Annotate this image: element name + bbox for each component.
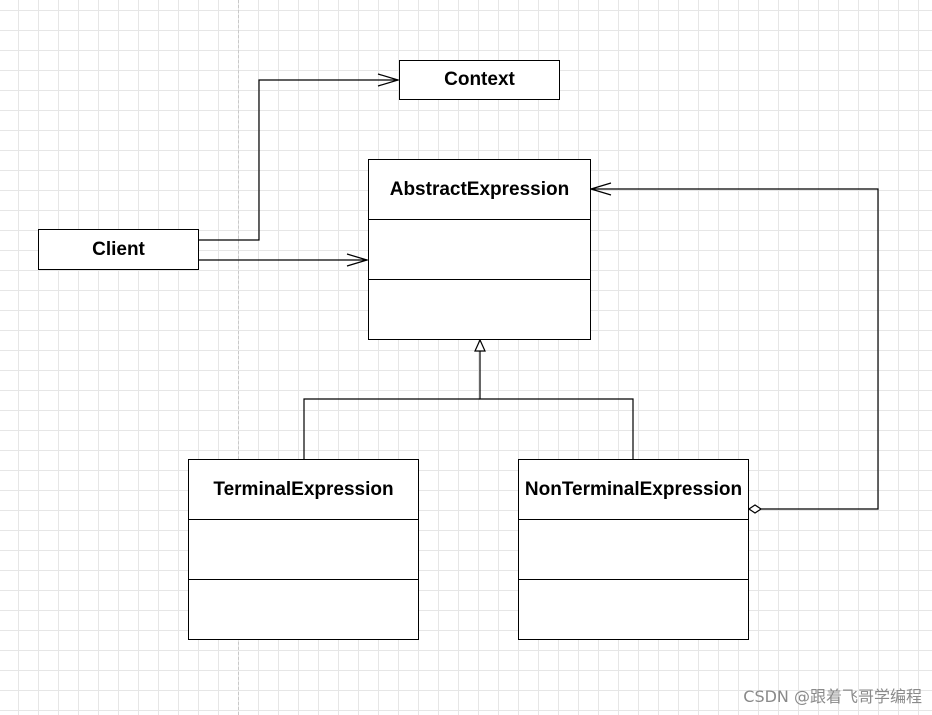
csdn-watermark: CSDN @跟着飞哥学编程 [743, 687, 922, 706]
terminal-expression-label: TerminalExpression [213, 478, 394, 500]
methods-compartment [369, 280, 590, 340]
client-box[interactable]: Client [38, 229, 199, 270]
context-label: Context [444, 69, 515, 90]
edge-nonterminal-generalization[interactable] [474, 338, 634, 460]
edge-terminal-generalization[interactable] [303, 398, 480, 460]
abstract-expression-class[interactable]: AbstractExpression [368, 159, 591, 340]
non-terminal-expression-class[interactable]: NonTerminalExpression [518, 459, 749, 640]
methods-compartment [189, 580, 418, 640]
edge-nonterminal-aggregation[interactable] [591, 189, 879, 509]
attributes-compartment [369, 220, 590, 280]
attributes-compartment [189, 520, 418, 580]
edge-client-to-context[interactable] [199, 80, 398, 241]
terminal-expression-class[interactable]: TerminalExpression [188, 459, 419, 640]
context-box[interactable]: Context [399, 60, 560, 100]
non-terminal-expression-label: NonTerminalExpression [524, 478, 743, 500]
abstract-expression-label: AbstractExpression [389, 178, 570, 200]
class-name-compartment: TerminalExpression [189, 460, 418, 520]
class-name-compartment: AbstractExpression [369, 160, 590, 220]
methods-compartment [519, 580, 748, 640]
page-boundary-guide [238, 0, 239, 715]
attributes-compartment [519, 520, 748, 580]
class-name-compartment: NonTerminalExpression [519, 460, 748, 520]
client-label: Client [92, 238, 145, 260]
